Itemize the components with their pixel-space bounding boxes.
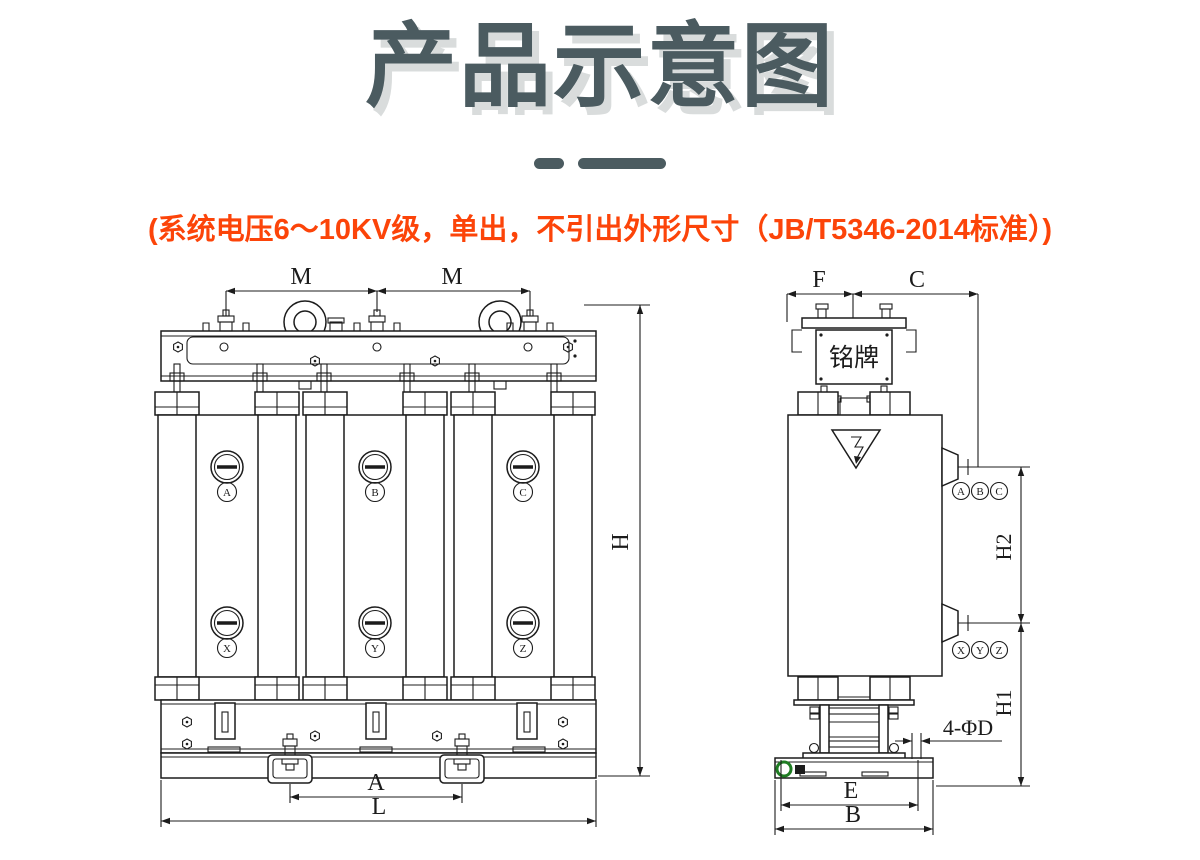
dim-label-c: C xyxy=(909,267,925,293)
nameplate-box xyxy=(815,329,893,385)
side-lv-terminal-badges: X Y Z xyxy=(951,640,1009,660)
dim-label-h2: H2 xyxy=(991,534,1016,561)
hv-terminal-label-a: A xyxy=(223,487,231,499)
bottom-clamp-frame xyxy=(160,699,597,754)
roller-foot xyxy=(267,754,313,784)
dim-label-e: E xyxy=(844,778,859,804)
side-dim-f-c: F C xyxy=(786,267,979,467)
front-hv-terminal-badges: A B C xyxy=(216,481,534,503)
side-hv-label-c: C xyxy=(995,486,1002,498)
side-bottom-caps xyxy=(793,676,915,706)
side-dim-b: B xyxy=(774,780,934,835)
lv-terminal-label-x: X xyxy=(223,643,231,655)
mounting-holes-callout: 4-ΦD xyxy=(895,715,1002,759)
side-lv-label-y: Y xyxy=(976,645,984,657)
lv-terminal-label-y: Y xyxy=(371,643,379,655)
ground-terminal-icon xyxy=(775,760,793,778)
side-top-caps xyxy=(797,391,911,416)
front-dim-h: H xyxy=(584,304,650,777)
side-dim-h2: H2 xyxy=(991,467,1025,623)
side-view-drawing: F C 铭牌 xyxy=(774,267,1030,835)
dim-label-holes: 4-ΦD xyxy=(943,715,993,740)
side-hv-terminal-badges: A B C xyxy=(951,481,1009,501)
front-dim-m: M M xyxy=(225,264,531,316)
hv-terminal-label-c: C xyxy=(519,487,526,499)
dim-label-h: H xyxy=(608,533,634,550)
page-title: 产品示意图 xyxy=(364,16,835,118)
dim-label-m-left: M xyxy=(290,264,311,290)
subtitle-spec-text: (系统电压6～10KV级，单出，不引出外形尺寸（JB/T5346-2014标准）… xyxy=(147,214,1052,246)
high-voltage-warning-icon xyxy=(830,429,882,470)
lv-terminal-label-z: Z xyxy=(520,643,527,655)
side-lv-label-z: Z xyxy=(996,645,1003,657)
front-dim-a: A xyxy=(289,770,463,803)
dim-label-l: L xyxy=(372,794,387,820)
roller-foot xyxy=(439,754,485,784)
title-underline-decoration xyxy=(0,158,1200,169)
dim-label-h1: H1 xyxy=(991,690,1016,717)
transformer-body-side xyxy=(787,414,943,677)
dim-label-b: B xyxy=(845,802,861,828)
nameplate-assembly: 铭牌 xyxy=(791,303,917,413)
title-dash-short xyxy=(534,158,564,169)
side-base-channel xyxy=(774,757,934,779)
nameplate-label: 铭牌 xyxy=(829,344,879,372)
side-hv-label-b: B xyxy=(976,486,983,498)
base-channel xyxy=(160,752,597,779)
side-lv-terminal xyxy=(941,602,1030,644)
side-hv-terminal xyxy=(941,446,1030,488)
hv-terminal-label-b: B xyxy=(371,487,378,499)
dim-label-m-right: M xyxy=(441,264,462,290)
front-dim-l: L xyxy=(160,780,597,827)
roller-carriage xyxy=(802,704,906,774)
front-view-drawing: M M xyxy=(154,264,650,827)
dim-label-a: A xyxy=(367,770,385,796)
side-dim-e: E xyxy=(780,760,919,811)
top-clamp-beam xyxy=(160,330,597,382)
side-lv-label-x: X xyxy=(957,645,965,657)
hv-top-terminal-studs xyxy=(202,309,554,332)
side-dim-h1: H1 xyxy=(936,623,1030,787)
title-dash-long xyxy=(578,158,666,169)
dim-label-f: F xyxy=(812,267,825,293)
side-hv-label-a: A xyxy=(957,486,965,498)
front-lv-terminal-badges: X Y Z xyxy=(216,637,534,659)
